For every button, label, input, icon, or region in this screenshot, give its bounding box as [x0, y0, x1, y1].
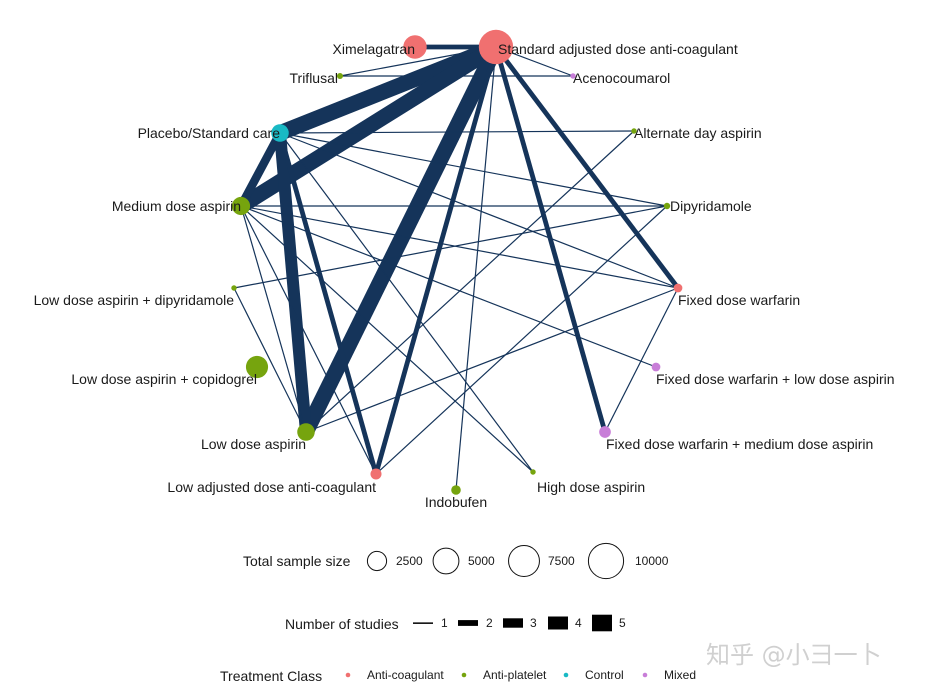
edge-mda-fdw: [240, 205, 679, 289]
node-mda: [231, 196, 251, 216]
watermark-text: 知乎 @小彐一卜: [706, 641, 882, 669]
edge-plac-fdw: [279, 132, 679, 289]
node-label-fdwl: Fixed dose warfarin + low dose aspirin: [656, 371, 895, 387]
legend-treatment-class: Treatment Class Anti-coagulant Anti-plate…: [220, 668, 696, 684]
node-label-mda: Medium dose aspirin: [112, 198, 241, 214]
node-label-plac: Placebo/Standard care: [138, 125, 281, 141]
edge-lda-alt: [305, 130, 635, 433]
edge-ladac-dipy: [375, 205, 668, 475]
legend-studies-bar-1: [413, 622, 433, 624]
node-alt: [631, 128, 637, 134]
edge-lda-sadac: [299, 43, 503, 436]
legend-studies-label-3: 3: [530, 616, 537, 630]
node-label-dipy: Dipyridamole: [670, 198, 752, 214]
edge-mda-fdwl: [240, 205, 657, 368]
legend-class-dot-mixed: [642, 672, 648, 678]
legend-studies-bar-4: [548, 616, 568, 630]
node-label-fdwm: Fixed dose warfarin + medium dose aspiri…: [606, 436, 873, 452]
edge-plac-hda: [279, 132, 534, 473]
node-label-fdw: Fixed dose warfarin: [678, 292, 800, 308]
edge-fdwm-fdw: [604, 287, 679, 433]
legend-size-label-5000: 5000: [468, 554, 495, 568]
node-label-ldad: Low dose aspirin + dipyridamole: [34, 292, 235, 308]
edge-mda-hda: [240, 205, 534, 473]
node-tri: [336, 72, 344, 80]
edge-fdw-sadac: [494, 45, 680, 290]
legend-size-circle-10000: [587, 542, 625, 580]
legend-class-label-mixed: Mixed: [664, 668, 696, 682]
legend-studies-label-1: 1: [441, 616, 448, 630]
node-dipy: [663, 202, 671, 210]
node-label-hda: High dose aspirin: [537, 479, 645, 495]
edge-plac-lda: [274, 132, 312, 433]
legend-size-label-2500: 2500: [396, 554, 423, 568]
network-nodes: [231, 29, 683, 495]
node-lda: [297, 423, 315, 441]
legend-size-circle-7500: [508, 545, 540, 577]
edge-fdwm-sadac: [493, 46, 608, 433]
node-label-lda: Low dose aspirin: [201, 436, 306, 452]
legend-class-label-control: Control: [585, 668, 624, 682]
edge-mda-lda: [240, 205, 307, 433]
legend-sample-size-title: Total sample size: [243, 553, 351, 569]
edge-mda-ladac: [240, 205, 377, 475]
node-sadac: [478, 29, 514, 65]
network-edges: [233, 39, 680, 491]
node-label-alt: Alternate day aspirin: [634, 125, 762, 141]
edge-indo-sadac: [455, 46, 497, 491]
legend-class-label-anti-coagulant: Anti-coagulant: [367, 668, 444, 682]
legend-class-label-anti-platelet: Anti-platelet: [483, 668, 547, 682]
edge-plac-alt: [279, 130, 635, 134]
node-acen: [570, 73, 576, 79]
node-fdw: [673, 283, 683, 293]
node-indo: [451, 485, 461, 495]
edge-plac-ladac: [277, 132, 379, 475]
edge-ladac-sadac: [373, 46, 499, 475]
legend-class-dot-control: [563, 672, 569, 678]
node-xim: [403, 35, 427, 59]
node-label-acen: Acenocoumarol: [573, 70, 670, 86]
node-label-tri: Triflusal: [290, 70, 339, 86]
node-ldad: [231, 285, 237, 291]
legend-studies-title: Number of studies: [285, 616, 399, 632]
node-label-indo: Indobufen: [425, 494, 487, 510]
legend-size-label-10000: 10000: [635, 554, 669, 568]
legend-size-circle-2500: [366, 550, 388, 572]
network-labels: Standard adjusted dose anti-coagulantAce…: [34, 41, 895, 510]
legend-class-dot-anti-platelet: [461, 672, 467, 678]
node-label-xim: Ximelagatran: [333, 41, 416, 57]
node-ldac: [245, 355, 269, 379]
legend-size-label-7500: 7500: [548, 554, 575, 568]
legend-size-circle-5000: [432, 547, 460, 575]
legend-studies-bar-2: [458, 620, 478, 626]
edge-plac-dipy: [279, 132, 668, 207]
node-fdwl: [651, 362, 661, 372]
node-ladac: [370, 468, 382, 480]
legend-class-dot-anti-coagulant: [345, 672, 351, 678]
edge-ldad-dipy: [233, 205, 668, 289]
legend-number-of-studies: Number of studies 1 2 3 4 5: [285, 614, 626, 632]
edge-ldad-lda: [233, 287, 307, 433]
node-plac: [271, 124, 289, 142]
node-label-sadac: Standard adjusted dose anti-coagulant: [498, 41, 738, 57]
node-fdwm: [599, 426, 611, 438]
node-label-ladac: Low adjusted dose anti-coagulant: [167, 479, 376, 495]
legend-class-title: Treatment Class: [220, 668, 322, 684]
legend-studies-label-2: 2: [486, 616, 493, 630]
legend-studies-bar-5: [592, 614, 612, 632]
edge-plac-mda: [237, 131, 284, 208]
legend-studies-label-5: 5: [619, 616, 626, 630]
legend-studies-label-4: 4: [575, 616, 582, 630]
node-label-ldac: Low dose aspirin + copidogrel: [71, 371, 257, 387]
node-hda: [530, 469, 536, 475]
legend-studies-bar-3: [503, 618, 523, 628]
edge-lda-fdw: [305, 287, 679, 433]
legend-sample-size: Total sample size 2500 5000 7500 10000: [243, 542, 669, 580]
